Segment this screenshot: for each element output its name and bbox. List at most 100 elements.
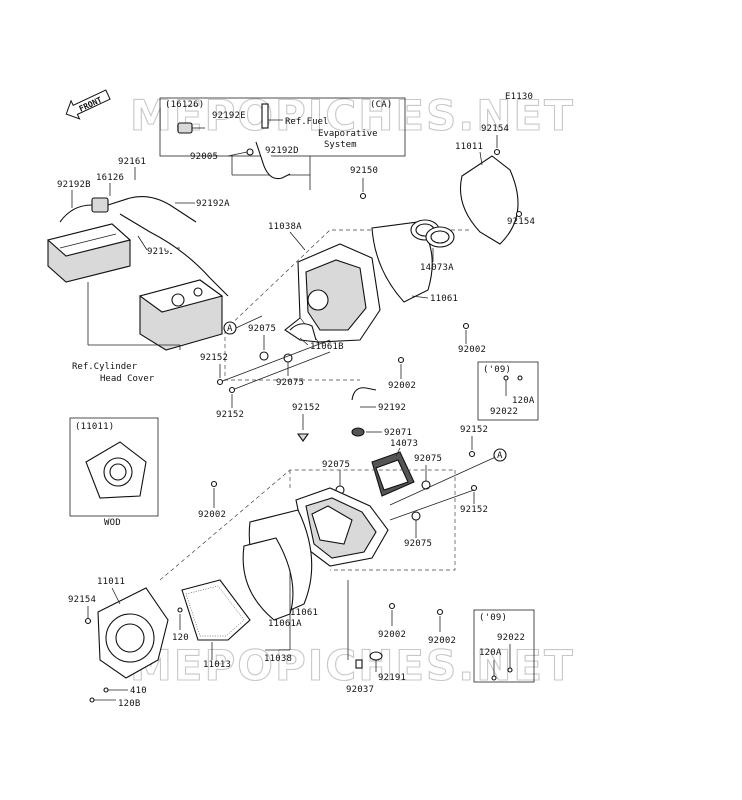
wod-box: [69, 417, 159, 517]
grommet-92075-e: [411, 511, 421, 521]
label-wod-11011: (11011): [75, 422, 114, 432]
label-11061B: 11061B: [310, 342, 344, 352]
label-92152-d: 92152: [460, 425, 488, 435]
label-92002-b1: 92002: [378, 630, 406, 640]
hose-92192: [351, 387, 377, 401]
label-16126-top: (16126): [165, 100, 204, 110]
gasket-11061B: [289, 323, 317, 341]
ref-fuel-line2: Evaporative: [318, 129, 378, 139]
bolt-92150: [359, 192, 367, 200]
svg-text:A: A: [497, 451, 503, 461]
label-92150: 92150: [350, 166, 378, 176]
clamp-92071: [351, 427, 365, 437]
label-ca: (CA): [370, 100, 392, 110]
ref-fuel-line3: System: [324, 140, 357, 150]
label-92005: 92005: [190, 152, 218, 162]
label-92075-a: 92075: [248, 324, 276, 334]
label-120A-top: 120A: [512, 396, 535, 406]
label-92075-d: 92075: [414, 454, 442, 464]
label-11013: 11013: [203, 660, 231, 670]
label-92152-lower: 92152: [216, 410, 244, 420]
cylinder-head-cover-rear: [46, 223, 132, 283]
label-92022-top: 92022: [490, 407, 518, 417]
label-92002-mid: 92002: [388, 381, 416, 391]
watermark-top: MEPOPICHES.NET: [130, 91, 575, 140]
screw-92154-top: [493, 148, 501, 156]
box-09-bottom: [473, 609, 535, 683]
hose-92192C: [119, 213, 229, 297]
cylinder-head-cover-front: [138, 279, 224, 351]
label-92154-bottom: 92154: [68, 595, 96, 605]
label-92191: 92191: [378, 673, 406, 683]
air-cleaner-housing-upper: [284, 243, 381, 343]
label-92002-right: 92002: [458, 345, 486, 355]
duct-14073: [371, 451, 415, 497]
air-cleaner-housing-lower: [295, 487, 389, 567]
label-120A-bottom: 120A: [479, 648, 502, 658]
cover-11011-top: [459, 155, 519, 245]
ref-fuel-line1: Ref.Fuel: [285, 117, 328, 127]
callout-a-lower: [493, 448, 507, 462]
valve-16126: [91, 197, 109, 213]
label-92075-e: 92075: [404, 539, 432, 549]
svg-text:A: A: [227, 324, 233, 334]
label-92161: 92161: [118, 157, 146, 167]
wod-cover-icon: [85, 441, 147, 499]
label-16126: 16126: [96, 173, 124, 183]
label-11011-top: 11011: [455, 142, 483, 152]
label-120: 120: [172, 633, 189, 643]
label-92154-top: 92154: [481, 124, 509, 134]
figure-code: E1130: [505, 92, 533, 102]
screw-92154-right: [515, 210, 523, 218]
evap-box: [159, 97, 406, 157]
label-92192: 92192: [378, 403, 406, 413]
label-92037: 92037: [346, 685, 374, 695]
label-92152-e: 92152: [460, 505, 488, 515]
label-92075-b: 92075: [276, 378, 304, 388]
label-11061-b: 11061: [290, 608, 318, 618]
grommet-92075-a: [259, 351, 269, 361]
label-09-bottom: ('09): [479, 613, 507, 623]
label-92192C: 92192C: [147, 247, 181, 257]
box-09-top: [477, 361, 539, 421]
label-11011-bottom: 11011: [97, 577, 125, 587]
label-14073A: 14073A: [420, 263, 454, 273]
label-92022-bottom: 92022: [497, 633, 525, 643]
bolt-92152-c: [296, 433, 310, 442]
ref-cylinder-line1: Ref.Cylinder: [72, 362, 138, 372]
plug-92191: [369, 651, 383, 661]
label-09-top: ('09): [483, 365, 511, 375]
label-wod: WOD: [104, 518, 121, 528]
hose-92192E: [261, 103, 269, 129]
label-92192A: 92192A: [196, 199, 230, 209]
screw-92154-bottom: [84, 617, 92, 625]
label-92075-c: 92075: [322, 460, 350, 470]
ref-cylinder-line2: Head Cover: [100, 374, 155, 384]
label-92154-right: 92154: [507, 217, 535, 227]
label-92002-b2: 92002: [428, 636, 456, 646]
cover-11011-bottom: [97, 587, 169, 679]
element-11013: [181, 579, 251, 641]
valve-16126-small: [177, 122, 205, 134]
label-92192E: 92192E: [212, 111, 246, 121]
label-92071: 92071: [384, 428, 412, 438]
label-14073: 14073: [390, 439, 418, 449]
screw-120: [177, 607, 183, 613]
watermark-bottom: MEPOPICHES.NET: [130, 641, 575, 690]
label-92152-left: 92152: [200, 353, 228, 363]
front-arrow-icon: FRONT: [65, 89, 111, 120]
label-92152-c: 92152: [292, 403, 320, 413]
label-120B: 120B: [118, 699, 140, 709]
label-92192B: 92192B: [57, 180, 91, 190]
label-11038: 11038: [264, 654, 292, 664]
label-11061A: 11061A: [268, 619, 302, 629]
hose-92192D: [255, 141, 291, 180]
label-92192D: 92192D: [265, 146, 299, 156]
clip-92037: [355, 659, 363, 669]
label-92002-left: 92002: [198, 510, 226, 520]
label-11061: 11061: [430, 294, 458, 304]
hose-92192A: [107, 196, 197, 223]
label-11038A: 11038A: [268, 222, 302, 232]
seal-14073A: [410, 219, 455, 248]
